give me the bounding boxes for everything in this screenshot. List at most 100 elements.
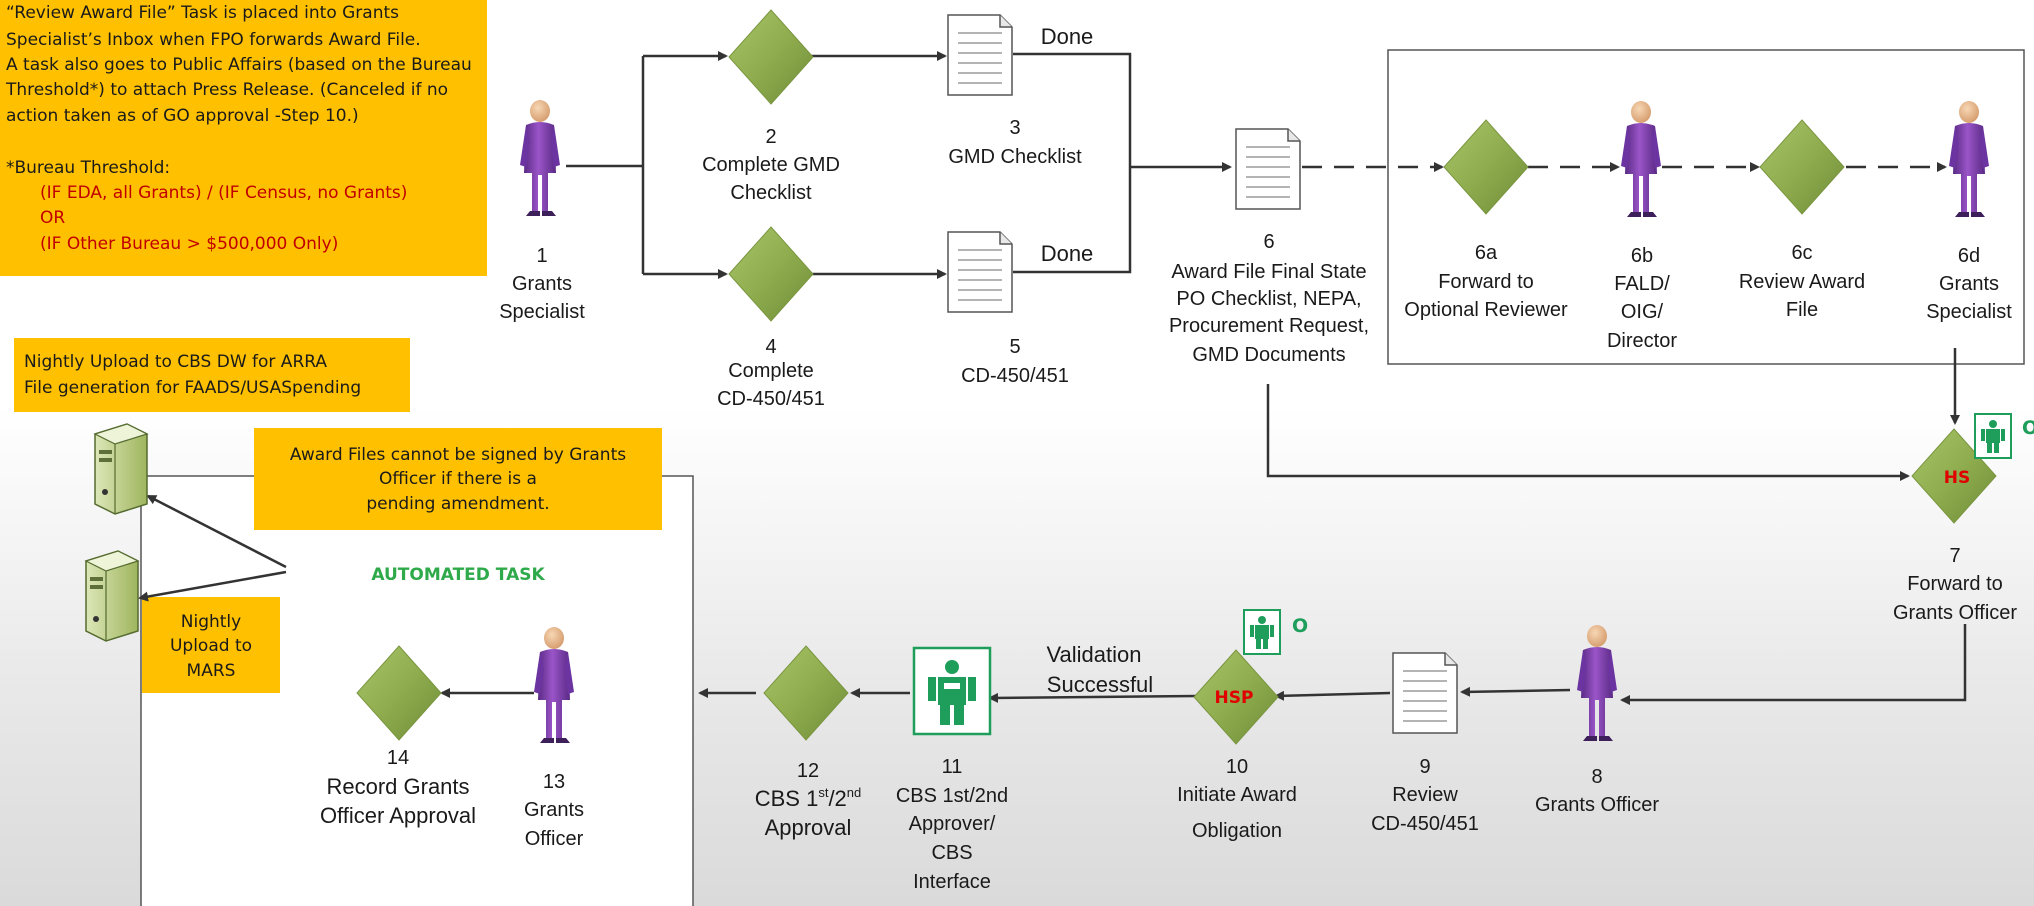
step-6a-label: 6a Forward to Optional Reviewer: [1404, 242, 1568, 321]
review-group-box: [1387, 49, 2025, 365]
svg-text:Optional Reviewer: Optional Reviewer: [1404, 299, 1568, 321]
svg-text:Specialist: Specialist: [1926, 301, 2012, 323]
svg-text:14: 14: [387, 747, 409, 769]
step-8-label: 8 Grants Officer: [1535, 766, 1659, 816]
step-7-label: 7 Forward to Grants Officer: [1893, 545, 2017, 624]
document-icon-step-9: [1392, 652, 1458, 734]
svg-text:Nightly Upload to CBS DW for A: Nightly Upload to CBS DW for ARRA: [24, 352, 327, 372]
svg-text:Grants: Grants: [524, 799, 584, 821]
step-6d-label: 6d Grants Specialist: [1926, 245, 2012, 323]
step-11-label: 11 CBS 1st/2nd Approver/ CBS Interface: [896, 756, 1008, 893]
svg-text:Award File Final State: Award File Final State: [1171, 261, 1366, 283]
svg-text:2: 2: [765, 126, 776, 148]
svg-text:Grants Officer: Grants Officer: [1535, 794, 1659, 816]
svg-text:7: 7: [1949, 545, 1960, 567]
step-1-label: 1 Grants Specialist: [499, 245, 585, 323]
document-icon-step-6: [1235, 128, 1301, 210]
svg-text:File generation for FAADS/USAS: File generation for FAADS/USASpending: [24, 378, 361, 398]
system-icon-step-10: [1243, 609, 1281, 655]
svg-text:CBS: CBS: [931, 842, 972, 864]
step-4-label: 4 Complete CD-450/451: [717, 336, 825, 410]
done-bottom-label: Done: [1041, 241, 1094, 266]
svg-text:Grants: Grants: [512, 273, 572, 295]
svg-text:CBS 1st/2nd: CBS 1st/2nd: [896, 785, 1008, 807]
svg-text:FALD/: FALD/: [1614, 273, 1670, 295]
svg-text:12: 12: [797, 760, 819, 782]
svg-text:8: 8: [1591, 766, 1602, 788]
svg-text:Specialist: Specialist: [499, 301, 585, 323]
person-icon-step-8: [1577, 625, 1617, 741]
step-3-label: 3 GMD Checklist: [948, 117, 1082, 168]
svg-text:Initiate Award: Initiate Award: [1177, 784, 1297, 806]
connectors: [138, 51, 1967, 705]
server-icon-mars: [85, 550, 139, 642]
svg-text:Validation: Validation: [1047, 642, 1142, 667]
svg-text:Procurement Request,: Procurement Request,: [1169, 315, 1369, 337]
step-6b-label: 6b FALD/ OIG/ Director: [1607, 245, 1677, 352]
svg-text:6: 6: [1263, 231, 1274, 253]
step-2-label: 2 Complete GMD Checklist: [702, 126, 840, 204]
step-14-label: 14 Record Grants Officer Approval: [320, 747, 476, 828]
svg-text:6b: 6b: [1631, 245, 1653, 267]
step-12-label: 12 CBS 1st/2nd Approval: [755, 760, 862, 840]
threshold-line-1: (IF EDA, all Grants) / (IF Census, no Gr…: [40, 183, 407, 203]
svg-text:9: 9: [1419, 756, 1430, 778]
step-7-tag: O: [2022, 417, 2034, 439]
pending-amendment-note: Award Files cannot be signed by Grants O…: [254, 428, 662, 530]
step-10-label: 10 Initiate Award Obligation: [1177, 756, 1297, 842]
svg-text:Obligation: Obligation: [1192, 820, 1282, 842]
svg-text:PO Checklist, NEPA,: PO Checklist, NEPA,: [1176, 288, 1361, 310]
svg-text:6a: 6a: [1475, 242, 1498, 264]
diamond-icon-step-12: [763, 645, 849, 741]
svg-text:Officer: Officer: [525, 828, 584, 850]
svg-text:Complete GMD: Complete GMD: [702, 154, 840, 176]
step-7-badge: HS: [1944, 468, 1970, 488]
step-10-badge: HSP: [1215, 688, 1254, 708]
svg-text:File: File: [1786, 299, 1818, 321]
svg-text:A task also goes to Public Aff: A task also goes to Public Affairs (base…: [6, 55, 472, 75]
svg-text:Interface: Interface: [913, 871, 991, 893]
svg-text:CD-450/451: CD-450/451: [1371, 813, 1479, 835]
svg-text:GMD Documents: GMD Documents: [1192, 344, 1345, 366]
svg-text:Award Files cannot be signed b: Award Files cannot be signed by Grants: [290, 445, 626, 465]
step-6c-label: 6c Review Award File: [1739, 242, 1865, 321]
svg-text:OIG/: OIG/: [1621, 301, 1664, 323]
system-actor-icon-step-11: [912, 646, 992, 736]
threshold-line-2: OR: [40, 208, 65, 228]
svg-text:Successful: Successful: [1047, 672, 1153, 697]
svg-text:CBS 1st/2nd: CBS 1st/2nd: [755, 785, 862, 811]
automated-task-label: AUTOMATED TASK: [371, 565, 545, 585]
person-icon-step-1: [520, 100, 560, 216]
svg-text:4: 4: [765, 336, 776, 358]
svg-text:10: 10: [1226, 756, 1248, 778]
document-icon-step-3: [947, 14, 1013, 96]
svg-text:Checklist: Checklist: [730, 182, 812, 204]
svg-text:11: 11: [942, 756, 963, 778]
svg-text:Director: Director: [1607, 330, 1677, 352]
svg-text:pending amendment.: pending amendment.: [366, 494, 549, 514]
svg-text:6c: 6c: [1791, 242, 1812, 264]
svg-text:Approval: Approval: [765, 815, 852, 840]
step-9-label: 9 Review CD-450/451: [1371, 756, 1479, 835]
svg-text:Complete: Complete: [728, 360, 814, 382]
svg-text:1: 1: [536, 245, 547, 267]
nightly-upload-cbs-note: Nightly Upload to CBS DW for ARRA File g…: [14, 338, 410, 412]
svg-text:Officer Approval: Officer Approval: [320, 803, 476, 828]
svg-text:CD-450/451: CD-450/451: [717, 388, 825, 410]
done-top-label: Done: [1041, 24, 1094, 49]
svg-text:Upload to: Upload to: [170, 636, 252, 656]
svg-text:CD-450/451: CD-450/451: [961, 365, 1069, 387]
system-icon-step-7: [1974, 413, 2012, 459]
svg-text:Nightly: Nightly: [181, 612, 241, 632]
step-6-label: 6 Award File Final State PO Checklist, N…: [1169, 231, 1369, 366]
nightly-upload-mars-note: Nightly Upload to MARS: [142, 597, 280, 693]
svg-text:Grants Officer: Grants Officer: [1893, 602, 2017, 624]
svg-text:Specialist’s Inbox when FPO fo: Specialist’s Inbox when FPO forwards Awa…: [6, 30, 421, 50]
server-icon-cbs-dw: [94, 423, 148, 515]
svg-text:13: 13: [543, 771, 565, 793]
step-10-tag: O: [1292, 615, 1308, 637]
diamond-icon-step-2: [728, 9, 814, 105]
svg-text:6d: 6d: [1958, 245, 1980, 267]
svg-text:Review: Review: [1392, 784, 1458, 806]
